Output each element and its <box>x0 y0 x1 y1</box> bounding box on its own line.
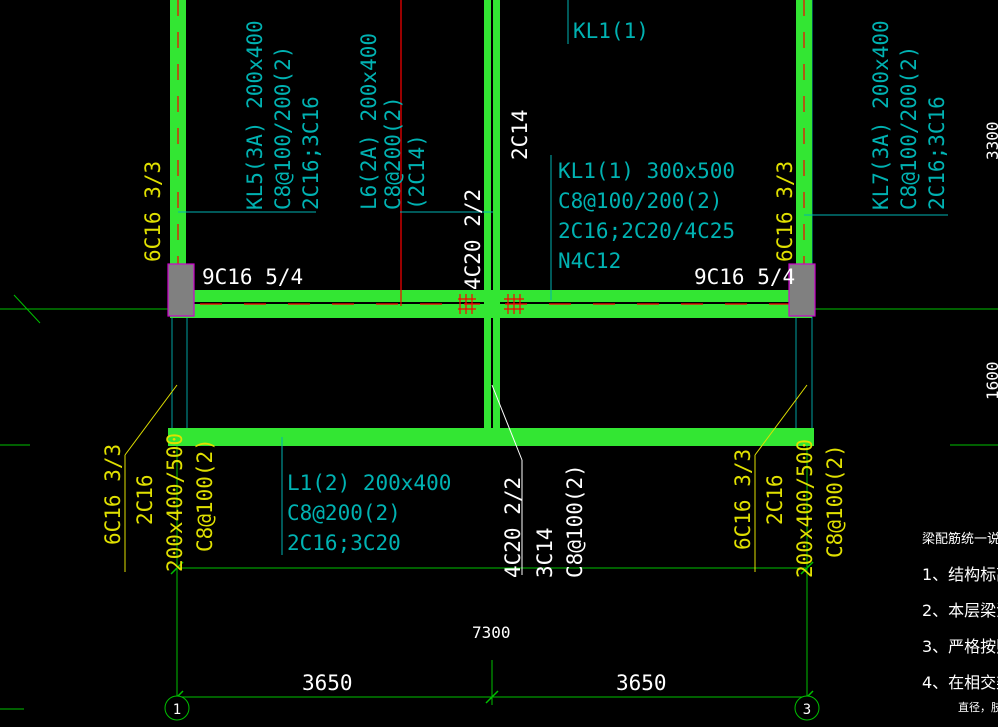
label-right-col: 6C16 3/3 <box>773 161 797 262</box>
beam-l1-horizontal <box>168 428 814 446</box>
yellow-labels: 6C16 3/3 6C16 3/3 6C16 3/3 2C16 200x400/… <box>101 161 847 578</box>
notes-item-4: 4、在相交梁处, <box>922 673 998 692</box>
label-kl7-line3: 2C16;3C16 <box>925 96 949 210</box>
label-mid-support: 4C20 2/2 <box>461 189 485 290</box>
label-bottom-right-3: 200x400/500 <box>793 439 817 578</box>
column-right <box>788 263 816 317</box>
notes-item-2: 2、本层梁混凝土 <box>922 601 998 620</box>
label-bottom-mid-1: 4C20 2/2 <box>501 477 525 578</box>
label-kl7-line1: KL7(3A) 200x400 <box>869 20 893 210</box>
notes-panel: 梁配筋统一说明 1、结构标高比建筑 2、本层梁混凝土 3、严格按照梁平 4、在相… <box>922 528 998 727</box>
label-bottom-right-1: 6C16 3/3 <box>731 449 755 550</box>
axis-label-1: 1 <box>173 702 181 718</box>
dimension-text: 7300 3650 3650 3300 1600 <box>302 121 998 695</box>
axis-bubbles <box>164 695 820 721</box>
label-kl1-line2: C8@100/200(2) <box>558 189 722 213</box>
label-kl5-line2: C8@100/200(2) <box>271 46 295 210</box>
label-l1-line1: L1(2) 200x400 <box>287 471 451 495</box>
label-bottom-right-2: 2C16 <box>763 474 787 525</box>
label-bottom-left-3: 200x400/500 <box>163 433 187 572</box>
label-kl1-top: KL1(1) <box>573 19 649 43</box>
label-bottom-mid-3: C8@100(2) <box>563 464 587 578</box>
dim-right-span: 3650 <box>616 671 667 695</box>
axis-bubble-1 <box>164 695 190 721</box>
label-left-support: 9C16 5/4 <box>202 265 303 289</box>
beam-labels: KL1(1) KL5(3A) 200x400 C8@100/200(2) 2C1… <box>243 19 949 555</box>
label-kl1-line1: KL1(1) 300x500 <box>558 159 735 183</box>
rebar-hatch <box>458 294 524 314</box>
columns <box>167 263 816 317</box>
label-left-col: 6C16 3/3 <box>141 161 165 262</box>
label-l6-line1: L6(2A) 200x400 <box>357 33 381 210</box>
dim-left-span: 3650 <box>302 671 353 695</box>
notes-item-5: 直径，肢数 <box>958 701 998 714</box>
label-l1-line2: C8@200(2) <box>287 501 401 525</box>
beam-inner <box>186 0 796 428</box>
label-l1-line3: 2C16;3C20 <box>287 531 401 555</box>
dim-right-edge-mid: 1600 <box>983 361 998 400</box>
beam-left-vertical <box>170 0 186 300</box>
notes-item-3: 3、严格按照梁平 <box>922 637 998 656</box>
label-kl1-line3: 2C16;2C20/4C25 <box>558 219 735 243</box>
label-l6-line3: (2C14) <box>405 134 429 210</box>
column-left <box>167 263 195 317</box>
white-labels: 2C14 9C16 5/4 9C16 5/4 4C20 2/2 4C20 2/2… <box>202 109 795 578</box>
label-l6-line2: C8@200(2) <box>381 96 405 210</box>
dim-right-edge-top: 3300 <box>983 121 998 160</box>
label-bottom-right-4: C8@100(2) <box>823 444 847 558</box>
label-bottom-mid-2: 3C14 <box>533 527 557 578</box>
dim-total: 7300 <box>472 623 511 642</box>
label-kl1-line4: N4C12 <box>558 249 621 273</box>
label-mid-2c14: 2C14 <box>508 109 532 160</box>
label-bottom-left-2: 2C16 <box>133 474 157 525</box>
leader-lines <box>124 0 948 575</box>
beam-right-vertical <box>796 0 812 300</box>
label-kl7-line2: C8@100/200(2) <box>897 46 921 210</box>
label-right-support: 9C16 5/4 <box>694 265 795 289</box>
label-bottom-left-1: 6C16 3/3 <box>101 444 125 545</box>
hidden-lines <box>177 0 805 306</box>
label-kl5-line3: 2C16;3C16 <box>299 96 323 210</box>
axis-bubble-3 <box>794 695 820 721</box>
notes-item-1: 1、结构标高比建筑 <box>922 565 998 584</box>
label-bottom-left-4: C8@100(2) <box>193 438 217 552</box>
notes-heading: 梁配筋统一说明 <box>922 532 998 547</box>
axis-label-3: 3 <box>803 702 811 718</box>
label-kl5-line1: KL5(3A) 200x400 <box>243 20 267 210</box>
